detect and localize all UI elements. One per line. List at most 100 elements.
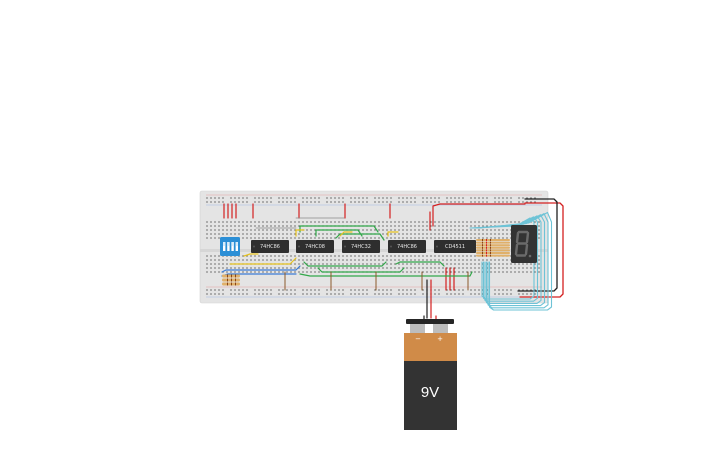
wire[interactable] [315,229,363,237]
wire[interactable] [395,261,445,267]
breadboard-hole [422,263,424,265]
breadboard-hole [262,255,264,257]
dip-switch[interactable] [220,237,240,256]
breadboard-hole [218,225,220,227]
breadboard-hole [206,263,208,265]
resistor[interactable] [476,244,510,247]
breadboard-hole [378,263,380,265]
wire[interactable] [299,271,473,277]
wire[interactable] [387,231,399,237]
breadboard-hole [402,267,404,269]
breadboard-hole [478,225,480,227]
battery-terminal-positive[interactable] [433,324,448,333]
breadboard-hole [210,225,212,227]
breadboard-hole [526,267,528,269]
breadboard-hole [266,259,268,261]
breadboard-hole [374,225,376,227]
dip-toggle[interactable] [227,242,230,251]
dip-toggle-knob[interactable] [231,242,234,246]
chip-74hc86-a[interactable]: 74HC86 [251,240,289,253]
breadboard-hole [282,271,284,273]
breadboard-hole [298,237,300,239]
breadboard-hole [470,259,472,261]
resistor[interactable] [476,241,510,244]
breadboard-hole [214,289,216,291]
wire[interactable] [299,225,379,233]
resistor-group-right[interactable] [476,239,510,257]
dip-toggle-knob[interactable] [235,242,238,246]
breadboard-hole [454,271,456,273]
breadboard-hole [410,225,412,227]
dip-toggle[interactable] [223,242,226,251]
breadboard-hole [358,229,360,231]
dip-toggle[interactable] [231,242,234,251]
breadboard-hole [302,255,304,257]
breadboard-hole [390,263,392,265]
wire[interactable] [479,211,553,311]
resistor-band [231,278,232,282]
battery-terminal-negative[interactable] [410,324,425,333]
wire[interactable] [303,261,387,267]
breadboard-hole [258,221,260,223]
resistor[interactable] [476,252,510,254]
breadboard-hole [286,225,288,227]
wire[interactable] [221,265,301,273]
breadboard-hole [282,237,284,239]
breadboard-hole [262,237,264,239]
breadboard-hole [330,233,332,235]
wire[interactable] [519,202,564,298]
breadboard-hole [362,255,364,257]
wire[interactable] [295,229,305,237]
wire[interactable] [243,253,259,257]
dip-toggle-knob[interactable] [227,242,230,246]
breadboard-hole [322,267,324,269]
wire[interactable] [432,203,526,227]
wire[interactable] [339,231,353,237]
battery-9v[interactable]: − + 9V [404,319,457,430]
breadboard-hole [382,197,384,199]
breadboard-hole [290,259,292,261]
breadboard-hole [478,237,480,239]
chip-cd4511[interactable]: CD4511 [434,240,476,253]
resistor-group-left[interactable] [222,274,240,286]
resistor[interactable] [476,249,510,252]
breadboard-hole [278,197,280,199]
wires[interactable] [221,198,564,323]
breadboard-hole [374,255,376,257]
chip-74hc08[interactable]: 74HC08 [296,240,334,253]
breadboard-hole [290,229,292,231]
breadboard-hole [462,255,464,257]
breadboard-hole [238,201,240,203]
wire[interactable] [335,233,385,241]
breadboard-hole [318,267,320,269]
breadboard-hole [450,263,452,265]
chip-74hc86-b[interactable]: 74HC86 [388,240,426,253]
breadboard-hole [334,267,336,269]
breadboard-hole [322,233,324,235]
breadboard-hole [334,289,336,291]
breadboard-hole [430,201,432,203]
dip-toggle[interactable] [235,242,238,251]
breadboard-hole [306,221,308,223]
resistor[interactable] [476,239,510,241]
seven-segment-display[interactable] [511,225,537,263]
wire[interactable] [317,267,405,273]
resistor-band [482,244,483,247]
breadboard-hole [522,271,524,273]
resistor[interactable] [476,254,510,257]
breadboard-hole [414,201,416,203]
dip-switch-toggles[interactable] [223,242,238,251]
wire[interactable] [229,257,297,265]
breadboard-hole [422,225,424,227]
breadboard-hole [526,197,528,199]
resistor[interactable] [476,246,510,249]
resistor-band [486,254,487,257]
breadboard-hole [306,263,308,265]
breadboard-hole [454,289,456,291]
breadboard-hole [278,233,280,235]
dip-toggle-knob[interactable] [223,242,226,246]
breadboard-hole [458,255,460,257]
breadboard-hole [242,229,244,231]
chip-74hc32[interactable]: 74HC32 [342,240,380,253]
